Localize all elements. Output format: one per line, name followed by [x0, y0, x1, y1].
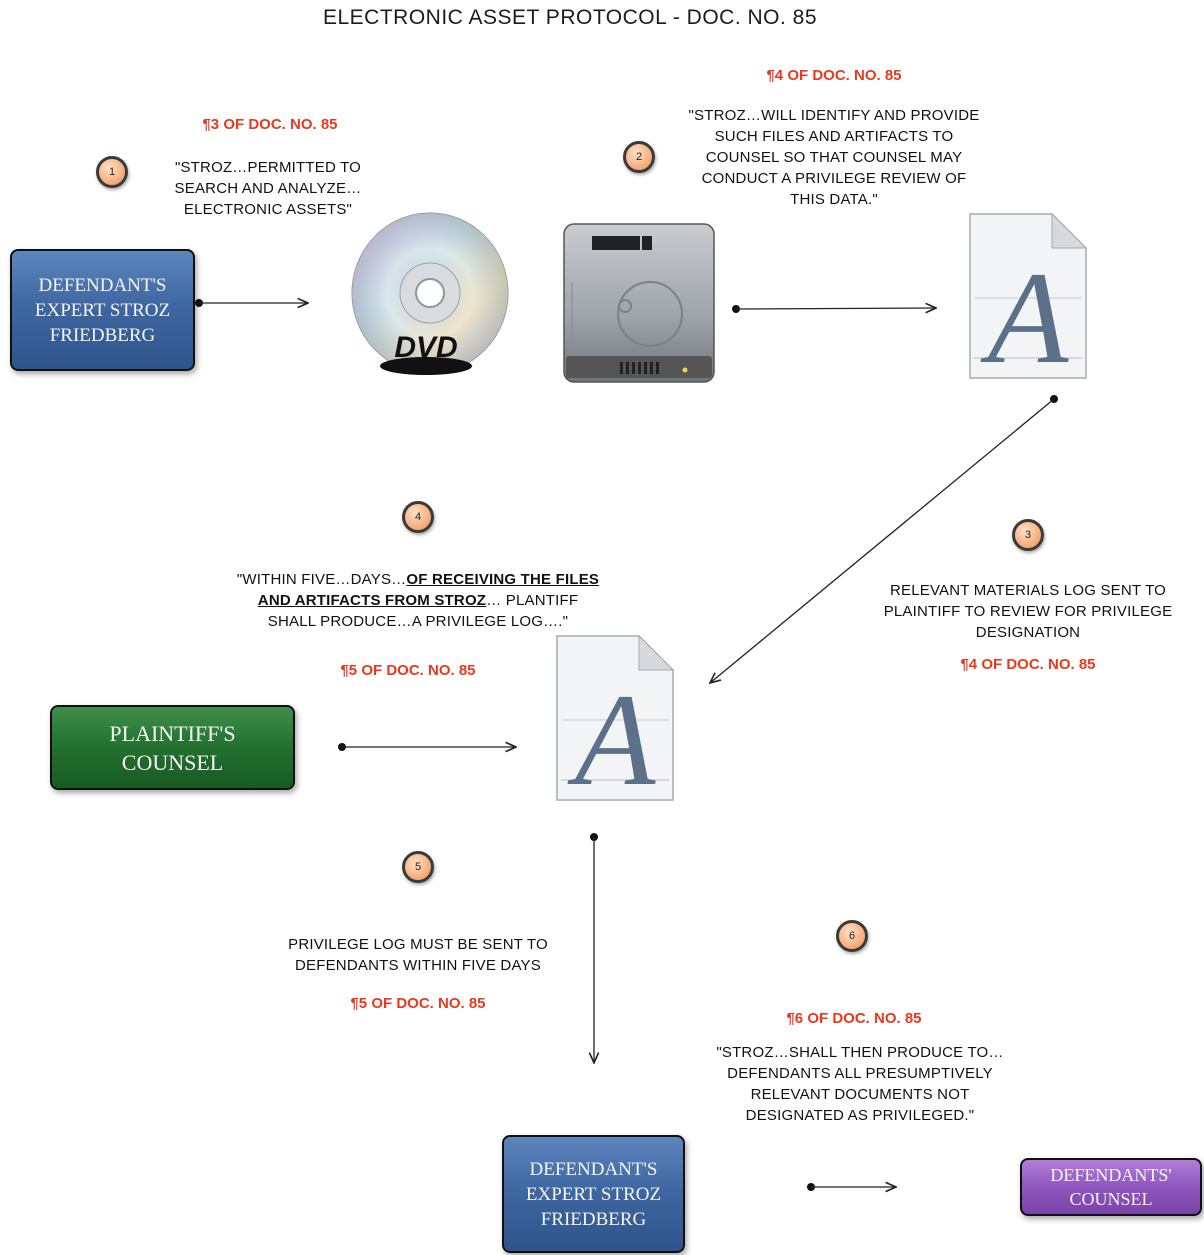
step-6-badge: 6: [836, 920, 868, 952]
step-4-quote: "WITHIN FIVE…DAYS…OF RECEIVING THE FILES…: [236, 571, 600, 630]
arrow-plaintiff-to-document: [338, 743, 516, 751]
step-3-reference: ¶4 OF DOC. NO. 85: [960, 656, 1096, 673]
step-1-reference: ¶3 OF DOC. NO. 85: [202, 116, 338, 133]
hard-drive-icon: [563, 223, 715, 383]
step-2-badge: 2: [623, 141, 655, 173]
arrow-expert-to-defendants: [807, 1183, 896, 1191]
arrow-document-to-plaintiff-doc: [710, 395, 1058, 683]
step-5-reference: ¶5 OF DOC. NO. 85: [350, 995, 486, 1012]
diagram-title: ELECTRONIC ASSET PROTOCOL - DOC. NO. 85: [322, 6, 818, 29]
document-glyph-middle: A: [567, 666, 657, 804]
font-document-icon-top: A: [969, 212, 1088, 382]
dvd-label: DVD: [394, 331, 457, 364]
step-2-quote: "STROZ…WILL IDENTIFY AND PROVIDE SUCH FI…: [688, 107, 980, 208]
font-document-icon-middle: A: [556, 634, 675, 804]
arrow-drive-to-document: [732, 305, 936, 313]
document-glyph-top: A: [980, 244, 1070, 382]
step-1-quote: "STROZ…PERMITTED TO SEARCH AND ANALYZE… …: [174, 159, 362, 218]
step-3-text: RELEVANT MATERIALS LOG SENT TO PLAINTIFF…: [883, 582, 1173, 641]
step-4-reference: ¶5 OF DOC. NO. 85: [340, 662, 476, 679]
arrow-expert-to-dvd: [195, 299, 308, 307]
step-4-badge: 4: [402, 501, 434, 533]
dvd-disc-icon: DVD: [351, 212, 509, 375]
step-5-text: PRIVILEGE LOG MUST BE SENT TO DEFENDANTS…: [288, 936, 548, 974]
plaintiffs-counsel-box: PLAINTIFF'S COUNSEL: [50, 705, 295, 790]
arrow-document-to-expert: [590, 833, 598, 1063]
step-2-reference: ¶4 OF DOC. NO. 85: [766, 67, 902, 84]
step-3-badge: 3: [1012, 519, 1044, 551]
step-6-reference: ¶6 OF DOC. NO. 85: [786, 1010, 922, 1027]
step-6-quote: "STROZ…SHALL THEN PRODUCE TO…DEFENDANTS …: [716, 1044, 1004, 1124]
defendants-counsel-box: DEFENDANTS' COUNSEL: [1020, 1158, 1202, 1216]
step-5-badge: 5: [402, 851, 434, 883]
step-1-badge: 1: [96, 156, 128, 188]
defendants-expert-box-top: DEFENDANT'S EXPERT STROZ FRIEDBERG: [10, 249, 195, 371]
defendants-expert-box-bottom: DEFENDANT'S EXPERT STROZ FRIEDBERG: [502, 1135, 685, 1253]
